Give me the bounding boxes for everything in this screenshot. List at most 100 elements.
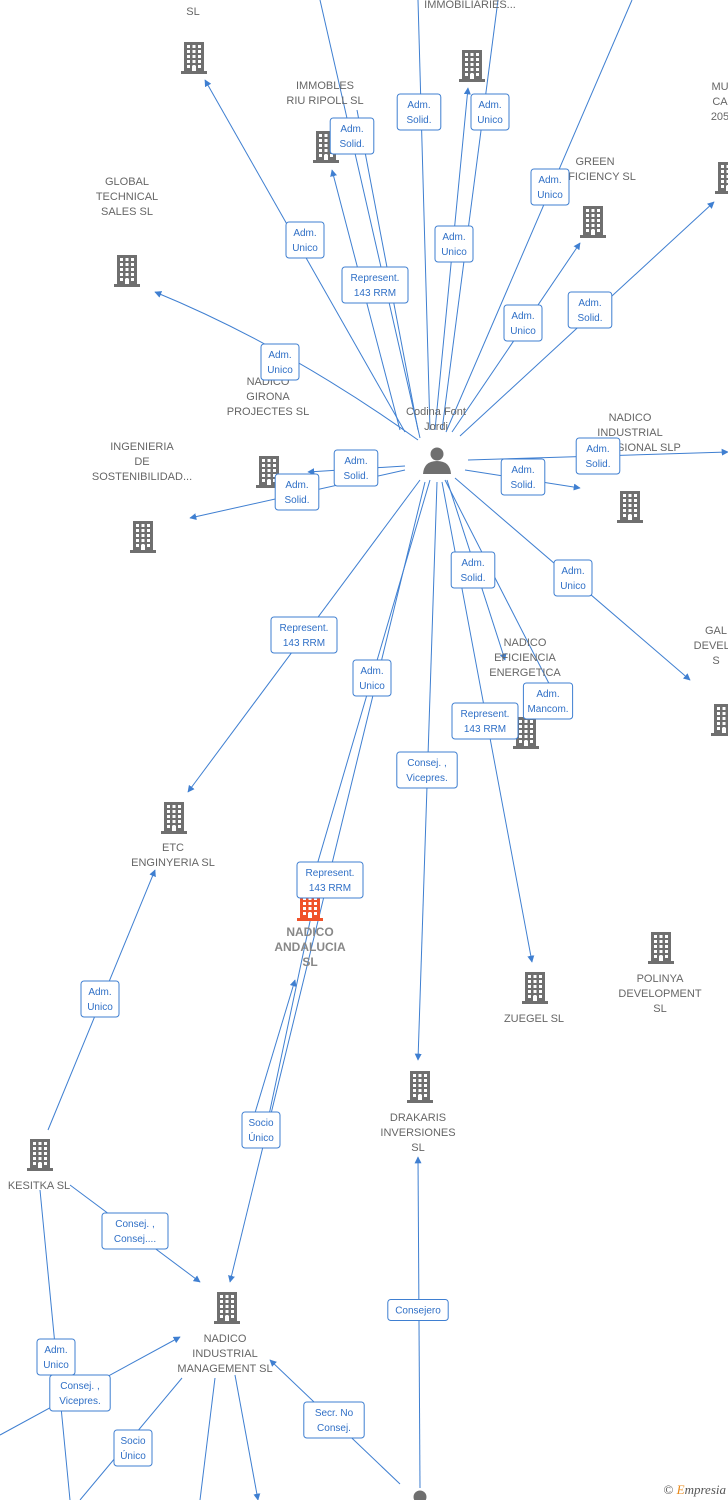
edge-label-line: Unico: [477, 115, 503, 126]
edge-label-riu[interactable]: Adm.Solid.: [329, 117, 375, 155]
edge-label-line: Solid.: [577, 313, 602, 324]
edge-label-zuegel[interactable]: Represent.143 RRM: [451, 702, 519, 740]
edge-label-line: Socio: [120, 1436, 145, 1447]
edge-label-global[interactable]: Adm.Unico: [260, 343, 300, 381]
edge-label-gal[interactable]: Adm.Unico: [553, 559, 593, 597]
edge-label-mu[interactable]: Adm.Unico: [530, 168, 570, 206]
node-label-line: MANAGEMENT SL: [177, 1363, 272, 1375]
node-label-line: IMMOBILIARIES...: [424, 0, 516, 11]
node-label-line: 205: [711, 111, 728, 123]
building-icon: [522, 972, 548, 1004]
edge-label-low1[interactable]: Adm.Unico: [36, 1338, 76, 1376]
edge-label-line: Consejero: [395, 1306, 441, 1317]
edge-label-line: Consej. ,: [60, 1381, 99, 1392]
node-label-line: CA: [712, 96, 728, 108]
edge-label-indprof1[interactable]: Adm. Solid.: [575, 437, 621, 475]
edge-label-riu2[interactable]: Represent.143 RRM: [341, 266, 409, 304]
edge-label-line: Consej. ,: [115, 1219, 154, 1230]
person-node-p2[interactable]: [406, 1490, 434, 1500]
edge-label-line: Adm.: [407, 100, 430, 111]
edge-label-line: Represent.: [280, 623, 329, 634]
edge-label-line: Unico: [359, 681, 385, 692]
node-label-line: SL: [411, 1142, 424, 1154]
edge-label-drak2[interactable]: Consejero: [387, 1299, 449, 1321]
relation-edge: [417, 0, 431, 431]
building-icon: [130, 521, 156, 553]
edge-label-line: Adm.: [285, 480, 308, 491]
edge-label-mu2[interactable]: Adm.Solid.: [567, 291, 613, 329]
edge-label-drak[interactable]: Consej. ,Vicepres.: [396, 751, 458, 789]
edge-label-canb3[interactable]: Adm.Unico: [434, 225, 474, 263]
node-label-line: S: [712, 655, 719, 667]
edge-label-line: Socio: [248, 1118, 273, 1129]
edge-label-line: Solid.: [585, 459, 610, 470]
edge-label-line: Solid.: [284, 495, 309, 506]
node-label-line: KESITKA SL: [8, 1180, 70, 1192]
edge-label-line: Represent.: [351, 273, 400, 284]
building-icon: [459, 50, 485, 82]
edge-label-line: Único: [120, 1449, 146, 1462]
node-label-line: ENERGETICA: [489, 667, 561, 679]
edge-label-line: Consej....: [114, 1234, 156, 1245]
company-node-gal[interactable]: GALDEVELOS: [694, 625, 728, 736]
edge-label-indprof2[interactable]: Adm.Solid.: [500, 458, 546, 496]
edge-label-kes_etc[interactable]: Adm.Unico: [80, 980, 120, 1018]
node-label-line: DEVELOPMENT: [151, 0, 234, 3]
building-icon: [161, 802, 187, 834]
edge-label-ing[interactable]: Adm. Solid.: [274, 473, 320, 511]
edge-label-green[interactable]: Adm.Unico: [503, 304, 543, 342]
edge-label-line: Único: [248, 1131, 274, 1144]
edge-label-canb2[interactable]: Adm.Unico: [470, 93, 510, 131]
company-node-ing[interactable]: INGENIERIADESOSTENIBILIDAD...: [92, 441, 192, 553]
edge-label-and1[interactable]: Adm.Unico: [352, 659, 392, 697]
edge-label-line: Adm.: [340, 124, 363, 135]
company-node-kesitka[interactable]: KESITKA SL: [8, 1139, 70, 1192]
edge-label-and2[interactable]: Represent.143 RRM: [296, 861, 364, 899]
edge-label-canb1[interactable]: Adm.Solid.: [396, 93, 442, 131]
edge-label-line: Adm.: [561, 566, 584, 577]
node-label-line: TECHNICAL: [96, 191, 158, 203]
edge-label-girona[interactable]: Adm.Solid.: [333, 449, 379, 487]
edge-label-line: Represent.: [306, 868, 355, 879]
edge-label-line: Unico: [87, 1002, 113, 1013]
edge-label-efic2[interactable]: Adm.Mancom.: [522, 682, 574, 720]
relation-edge: [199, 1377, 216, 1500]
edge-label-low2[interactable]: Consej. ,Vicepres.: [49, 1374, 111, 1412]
building-icon: [715, 162, 728, 194]
edge-label-efic1[interactable]: Adm.Solid.: [450, 551, 496, 589]
building-icon: [181, 42, 207, 74]
node-label-line: INDUSTRIAL: [192, 1348, 257, 1360]
node-label-line: EFFICIENCY SL: [554, 171, 636, 183]
company-node-zuegel[interactable]: ZUEGEL SL: [504, 972, 564, 1025]
edge-label-line: Represent.: [461, 709, 510, 720]
building-icon: [617, 491, 643, 523]
edge-label-line: Adm.: [536, 689, 559, 700]
node-label-line: SL: [653, 1003, 666, 1015]
node-label-line: INGENIERIA: [110, 441, 174, 453]
edge-label-line: Adm.: [586, 444, 609, 455]
relation-edge: [414, 1156, 422, 1489]
edge-label-kes_man[interactable]: Consej. , Consej....: [101, 1212, 169, 1250]
edge-label-line: Unico: [441, 247, 467, 258]
node-label-line: IMMOBLES: [296, 80, 354, 92]
edge-label-line: Solid.: [510, 480, 535, 491]
edge-label-etc[interactable]: Represent.143 RRM: [270, 616, 338, 654]
company-node-canb[interactable]: CAN BALDIRIPROMOCIONSIMMOBILIARIES...: [424, 0, 516, 82]
edge-label-dev[interactable]: Adm.Unico: [285, 221, 325, 259]
